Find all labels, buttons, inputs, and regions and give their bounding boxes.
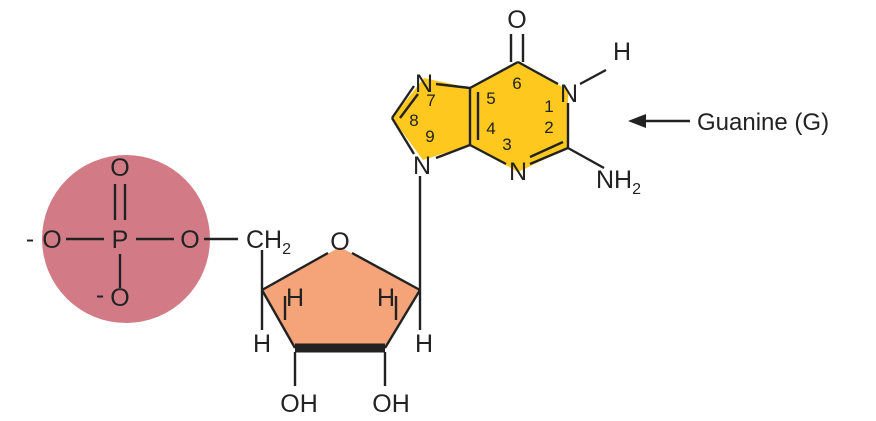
base-o-top: O — [507, 6, 526, 34]
sugar-ch2: CH2 — [246, 226, 291, 258]
sugar-h-inner-left: H — [286, 284, 304, 312]
sugar-h-outer-left: H — [253, 330, 271, 358]
phosphate-p: P — [112, 226, 129, 254]
guanine-label: Guanine (G) — [697, 109, 829, 136]
base-n7: N — [415, 70, 433, 98]
sugar-ch-text: CH — [246, 226, 282, 254]
phosphate-bonds — [66, 184, 238, 288]
phosphate-o-right: O — [180, 226, 199, 254]
base-h-top: H — [613, 38, 631, 66]
base-bonds — [390, 34, 607, 170]
phosphate-group-circle — [42, 155, 210, 323]
phosphate-charge-left: - — [26, 225, 34, 253]
base-n1: N — [560, 80, 578, 108]
base-nh-subscript: 2 — [632, 181, 641, 198]
purine-ring-system — [392, 78, 470, 160]
phosphate-o-top: O — [110, 154, 129, 182]
sugar-oh-right: OH — [372, 390, 410, 418]
position-6: 6 — [512, 74, 521, 93]
base-n3: N — [509, 158, 527, 186]
sugar-h-inner-right: H — [377, 284, 395, 312]
base-nh-text: NH — [596, 166, 632, 194]
base-nh2: NH2 — [596, 166, 641, 198]
position-7: 7 — [426, 91, 435, 110]
phosphate-o-left: O — [42, 226, 61, 254]
phosphate-charge-bottom: - — [96, 281, 104, 309]
phosphate-o-bottom: O — [110, 284, 129, 312]
pyrimidine-ring-system — [470, 62, 568, 172]
sugar-ring-pentagon — [262, 247, 420, 348]
base-n9: N — [413, 152, 431, 180]
position-3: 3 — [502, 135, 511, 154]
sugar-bonds — [260, 176, 422, 386]
position-9: 9 — [425, 127, 434, 146]
sugar-ch-subscript: 2 — [282, 241, 291, 258]
position-5: 5 — [486, 89, 495, 108]
position-8: 8 — [409, 111, 418, 130]
sugar-ring-o: O — [330, 228, 349, 256]
sugar-oh-left: OH — [280, 390, 318, 418]
position-1: 1 — [544, 97, 553, 116]
sugar-h-outer-right: H — [415, 330, 433, 358]
position-2: 2 — [544, 118, 553, 137]
guanine-arrow — [628, 114, 690, 128]
position-4: 4 — [486, 119, 495, 138]
